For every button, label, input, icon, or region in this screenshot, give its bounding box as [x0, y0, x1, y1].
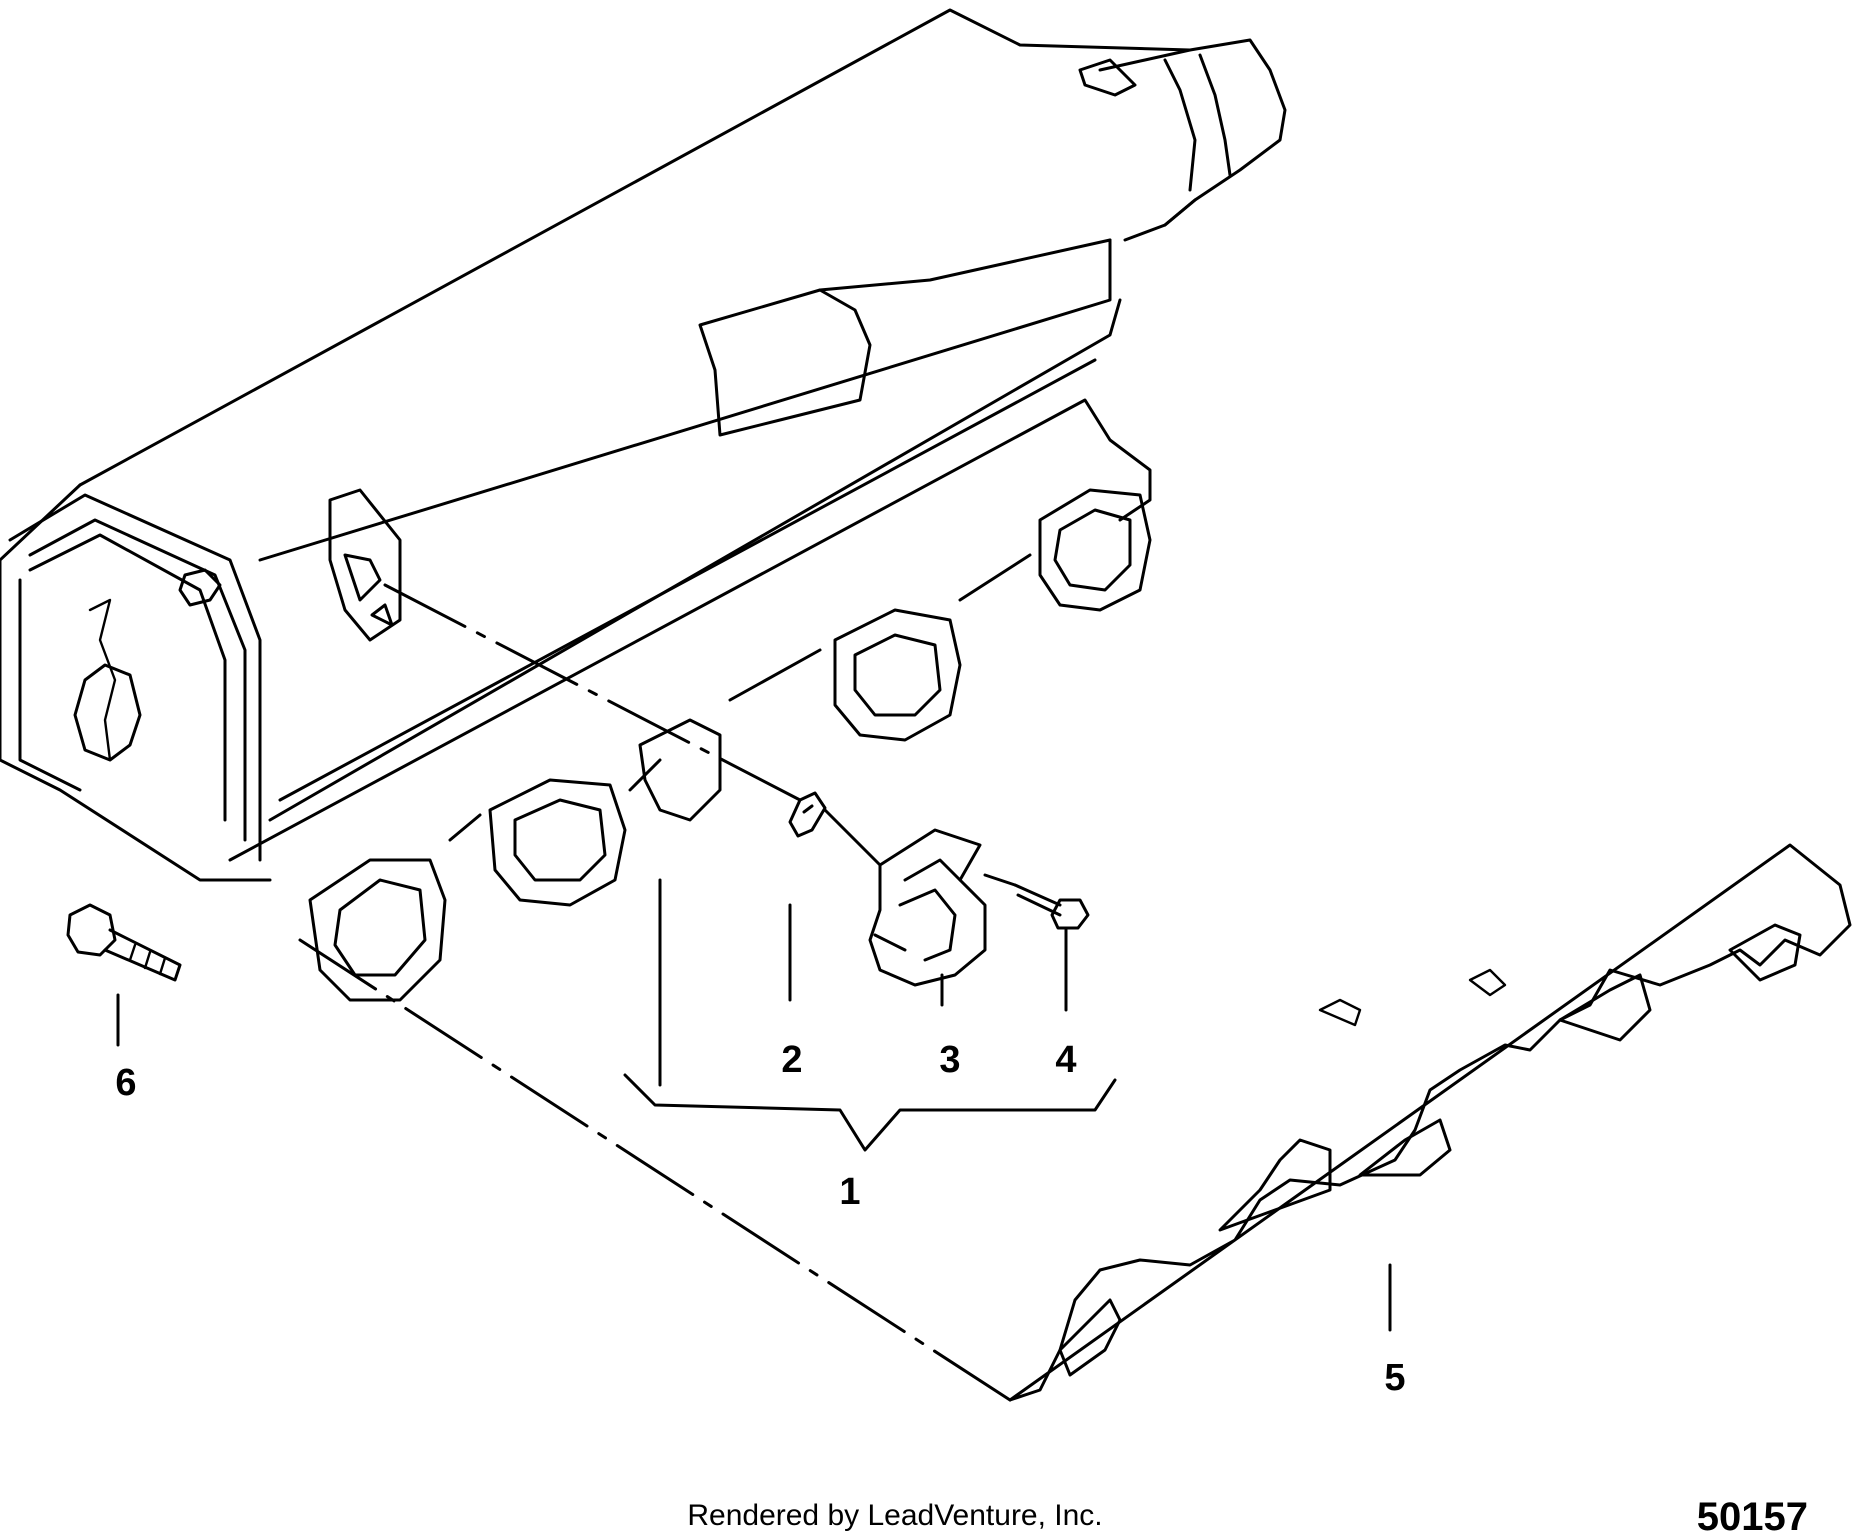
item-6-bolt	[66, 903, 182, 982]
item-5-gasket	[1008, 843, 1852, 1402]
item-3-bracket	[868, 828, 987, 987]
callout-5: 5	[1384, 1357, 1405, 1399]
callout-3: 3	[939, 1039, 960, 1081]
callout-6: 6	[115, 1062, 136, 1104]
figure-number: 50157	[1697, 1495, 1808, 1538]
item-4-screw	[1013, 883, 1090, 930]
callout-labels: 6 2 3 4 1 5	[115, 1039, 1405, 1399]
manifold-port-flanges	[308, 488, 1152, 1002]
render-credit: Rendered by LeadVenture, Inc.	[687, 1499, 1102, 1532]
item-2-washer	[788, 791, 827, 838]
leader-lines	[116, 878, 1392, 1332]
assembly-center-lines	[298, 583, 1017, 1402]
callout-4: 4	[1055, 1039, 1076, 1081]
callout-1: 1	[839, 1171, 860, 1213]
exhaust-manifold	[0, 8, 1287, 882]
callout-2: 2	[781, 1039, 802, 1081]
